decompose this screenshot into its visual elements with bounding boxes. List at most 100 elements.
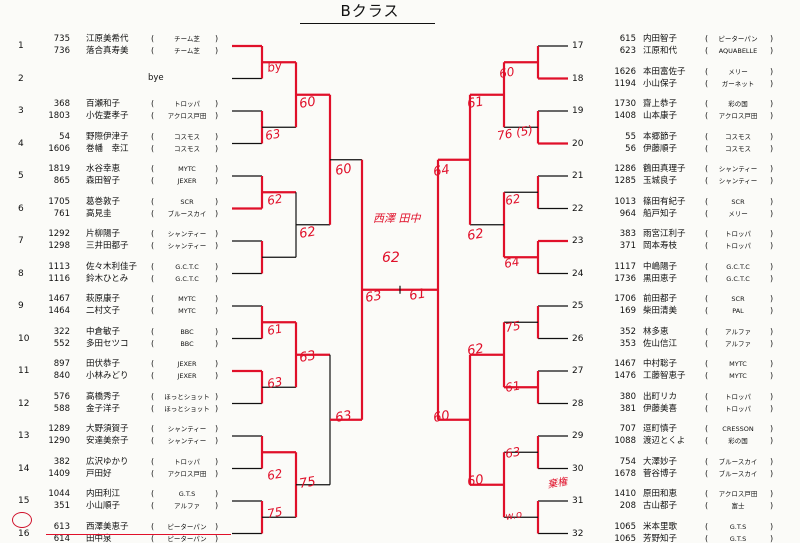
player-name: 古山都子 [643, 501, 678, 511]
paren-close: ) [215, 273, 219, 283]
player-name: 広沢ゆかり [86, 456, 129, 467]
score-mark: 62 [466, 341, 485, 359]
bye-label: bye [148, 72, 164, 83]
player-id: 383 [619, 229, 636, 239]
player-name: 江原和代 [643, 46, 678, 56]
slot-number: 29 [572, 431, 584, 441]
player-id: 1730 [614, 99, 636, 109]
paren-close: ) [770, 164, 774, 173]
paren-close: ) [770, 131, 774, 141]
slot-number: 21 [572, 171, 584, 181]
score-mark: 75 [266, 505, 283, 521]
club-name: トロッパ [725, 392, 751, 401]
player-name: 内田利江 [86, 489, 121, 499]
paren-close: ) [215, 131, 219, 141]
paren-open: ( [705, 261, 709, 271]
slot-number: 27 [572, 366, 584, 376]
paren-close: ) [215, 424, 219, 433]
player-id: 371 [619, 241, 636, 251]
player-name: 多田セツコ [86, 338, 129, 349]
paren-close: ) [770, 533, 774, 543]
player-name: 小山保子 [643, 78, 678, 89]
slot-number: 15 [18, 496, 30, 506]
club-name: G.C.T.C [726, 262, 750, 271]
player-name: 本田富佐子 [643, 66, 686, 77]
score-mark: 60 [432, 408, 451, 426]
slot-number: 9 [18, 301, 24, 311]
slot-number: 4 [18, 138, 24, 149]
player-id: 736 [53, 46, 70, 56]
player-id: 840 [53, 371, 70, 381]
paren-close: ) [215, 403, 219, 413]
club-name: シャンティー [167, 437, 207, 445]
player-id: 1803 [48, 111, 70, 121]
title-underline [300, 23, 435, 24]
paren-close: ) [215, 261, 219, 271]
club-name: コスモス [725, 132, 751, 141]
paren-close: ) [770, 111, 774, 120]
paren-close: ) [215, 391, 219, 401]
score-mark: 62 [466, 226, 485, 244]
paren-close: ) [215, 359, 219, 368]
player-name: 山本康子 [643, 111, 678, 121]
paren-open: ( [151, 241, 155, 250]
paren-close: ) [215, 521, 219, 531]
club-name: ピーターパン [167, 534, 207, 543]
player-id: 368 [53, 99, 70, 109]
player-name: 黒田恵子 [643, 273, 678, 284]
player-name: 萩原康子 [86, 294, 121, 304]
score-mark: 61 [266, 322, 283, 338]
player-id: 55 [625, 131, 636, 142]
score-mark: 60 [498, 64, 516, 81]
player-name: 戸田好 [86, 468, 112, 479]
paren-close: ) [770, 359, 774, 368]
club-name: ブルースカイ [718, 457, 758, 466]
slot-number: 26 [572, 333, 584, 344]
paren-close: ) [215, 99, 219, 108]
club-name: シャンティー [167, 230, 207, 238]
player-name: 中倉敏子 [86, 326, 121, 337]
page-title: Bクラス [340, 2, 400, 20]
club-name: アクロス戸田 [167, 112, 207, 120]
player-id: 1065 [614, 521, 636, 532]
player-name: 出町リカ [643, 391, 678, 402]
score-mark: 61 [504, 379, 521, 395]
paren-close: ) [770, 241, 774, 250]
paren-close: ) [770, 273, 774, 283]
player-id: 707 [619, 424, 636, 434]
player-name: 本郷節子 [643, 131, 678, 142]
player-id: 552 [53, 338, 70, 349]
paren-open: ( [151, 176, 155, 185]
paren-close: ) [770, 196, 774, 206]
player-id: 1409 [48, 468, 70, 479]
paren-open: ( [705, 391, 709, 401]
player-id: 322 [53, 326, 70, 337]
club-name: メリー [728, 209, 748, 218]
paren-open: ( [705, 196, 709, 206]
paren-open: ( [705, 403, 709, 413]
paren-close: ) [215, 46, 219, 55]
player-id: 1410 [614, 489, 636, 499]
paren-open: ( [151, 489, 155, 498]
paren-close: ) [770, 229, 774, 238]
paren-close: ) [770, 521, 774, 531]
club-name: チーム芝 [174, 35, 200, 43]
paren-open: ( [705, 111, 709, 120]
paren-open: ( [151, 46, 155, 55]
player-name: 百瀬和子 [86, 99, 121, 109]
slot-number: 13 [18, 431, 30, 441]
player-id: 1626 [614, 66, 636, 77]
player-id: 754 [619, 456, 636, 467]
player-id: 1467 [614, 359, 636, 369]
club-name: 彩の国 [728, 100, 748, 108]
paren-open: ( [151, 34, 155, 43]
score-mark: 63 [364, 288, 383, 306]
paren-close: ) [215, 208, 219, 218]
club-name: MYTC [178, 307, 196, 315]
club-name: アクロス戸田 [718, 490, 758, 498]
player-id: 1706 [614, 294, 636, 304]
paren-open: ( [705, 424, 709, 433]
paren-open: ( [705, 34, 709, 43]
paren-close: ) [770, 294, 774, 303]
